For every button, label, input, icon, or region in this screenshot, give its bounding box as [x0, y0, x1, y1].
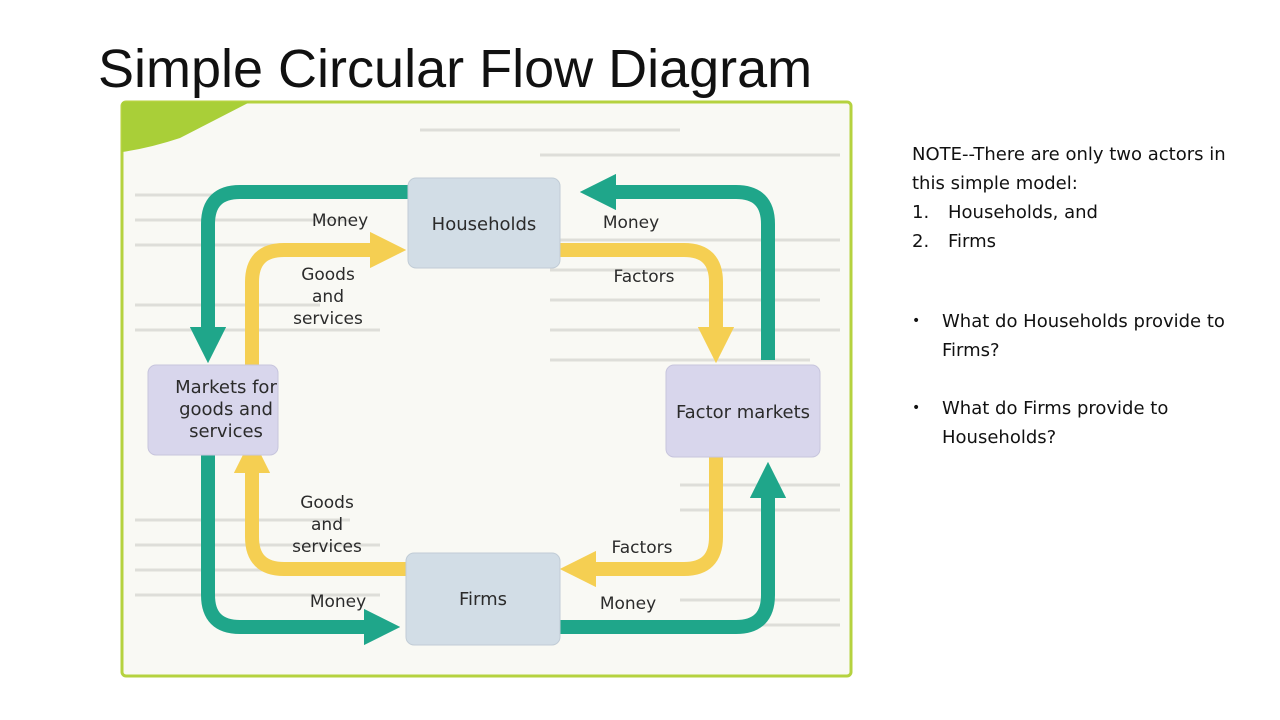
question-item: • What do Firms provide to Households? [912, 394, 1252, 452]
money-label-top-left: Money [312, 211, 368, 231]
actors-list: 1. Households, and 2. Firms [912, 198, 1252, 256]
money-flow-top-left-arrow [189, 185, 408, 364]
list-number: 1. [912, 202, 930, 223]
households-box [407, 177, 561, 269]
goods-label-bottom-line2: and [311, 515, 343, 535]
money-label-bottom-left: Money [310, 592, 366, 612]
note-intro: NOTE--There are only two actors in this … [912, 144, 1226, 194]
factors-flow-bottom-arrow [559, 455, 723, 588]
question-item: • What do Households provide to Firms? [912, 307, 1252, 365]
markets-box [147, 364, 279, 456]
markets-label-line1: Markets for [175, 377, 277, 398]
circular-flow-diagram: Households Firms Factor markets Markets … [120, 100, 853, 678]
question-text: What do Firms provide to Households? [942, 398, 1169, 448]
markets-label-line3: services [189, 421, 263, 442]
goods-label-top-line2: and [312, 287, 344, 307]
actor-item: 2. Firms [912, 227, 1252, 256]
households-label: Households [432, 214, 537, 235]
firms-box [405, 552, 561, 646]
money-flow-bottom-left-arrow [201, 450, 401, 646]
firms-label: Firms [459, 589, 507, 610]
factor-markets-label: Factor markets [676, 402, 810, 423]
notes-panel: NOTE--There are only two actors in this … [912, 140, 1252, 481]
bullet-icon: • [912, 313, 921, 329]
goods-label-top-line3: services [293, 309, 363, 329]
actor-item: 1. Households, and [912, 198, 1252, 227]
goods-label-bottom-line3: services [292, 537, 362, 557]
money-flow-top-right-arrow [579, 173, 775, 360]
actor-text: Households, and [948, 202, 1098, 223]
slide-title: Simple Circular Flow Diagram [98, 39, 813, 99]
markets-label-line2: goods and [179, 399, 273, 420]
actor-text: Firms [948, 231, 997, 252]
factors-flow-top-arrow [560, 243, 735, 364]
money-flow-bottom-right-arrow [560, 461, 787, 634]
goods-flow-bottom-arrow [233, 436, 408, 576]
money-label-bottom-right: Money [600, 594, 656, 614]
corner-tab [122, 102, 250, 152]
questions-list: • What do Households provide to Firms? • W… [912, 307, 1252, 452]
goods-label-top-line1: Goods [301, 265, 355, 285]
bullet-icon: • [912, 400, 921, 416]
factor-markets-box [665, 364, 821, 458]
question-text: What do Households provide to Firms? [942, 311, 1225, 361]
factors-label-bottom: Factors [612, 538, 673, 558]
goods-flow-top-arrow [245, 231, 407, 368]
money-label-top-right: Money [603, 213, 659, 233]
factors-label-top: Factors [614, 267, 675, 287]
goods-label-bottom-line1: Goods [300, 493, 354, 513]
list-number: 2. [912, 231, 930, 252]
